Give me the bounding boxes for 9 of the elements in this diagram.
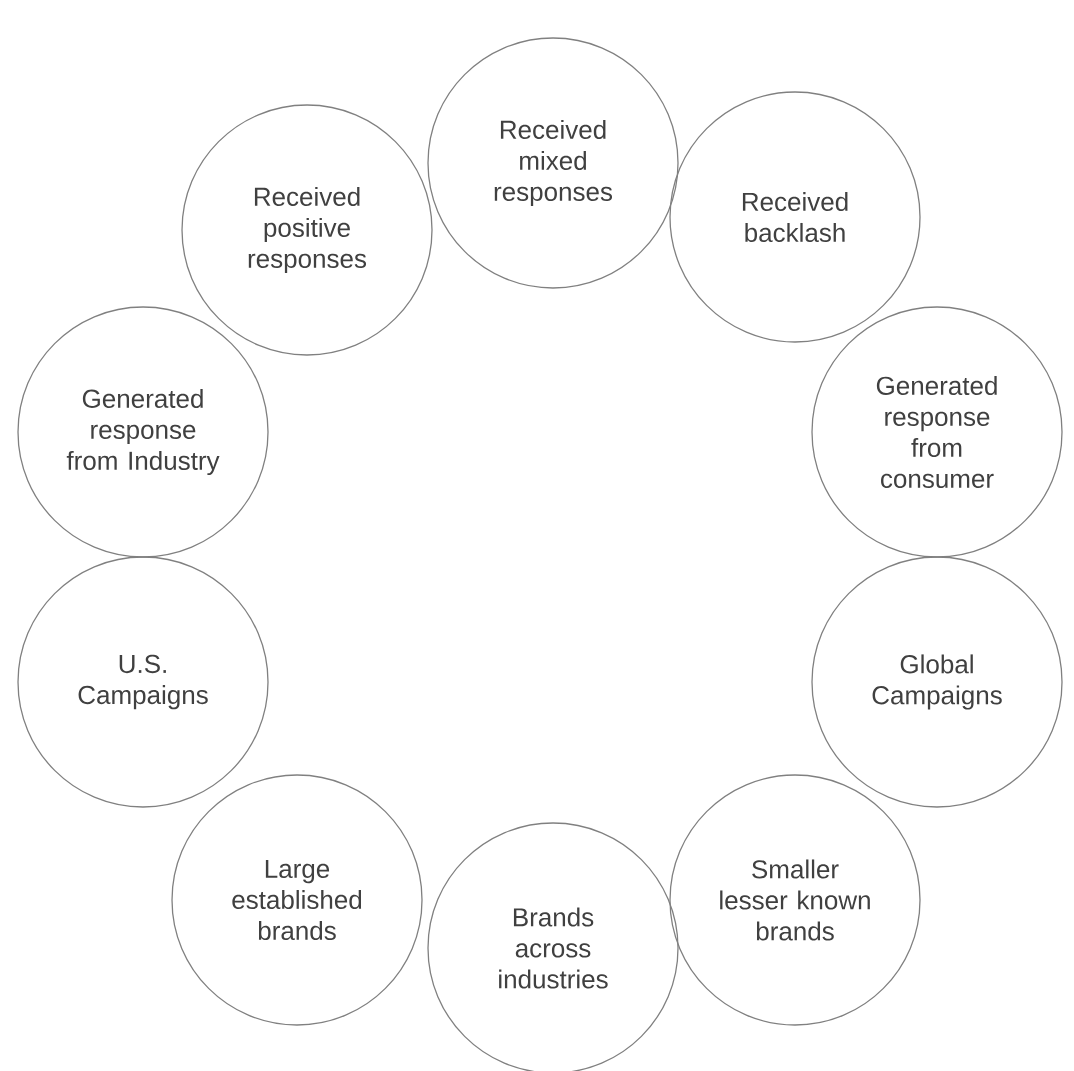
circle-node: Large established brands — [171, 774, 423, 1026]
circle-node: Global Campaigns — [811, 556, 1063, 808]
circle-node: Smaller lesser known brands — [669, 774, 921, 1026]
circle-node: Received mixed responses — [427, 37, 679, 289]
circle-node: Received positive responses — [181, 104, 433, 356]
circle-node: Received backlash — [669, 91, 921, 343]
circle-node: Generated response from Industry — [17, 306, 269, 558]
circle-node: Generated response from consumer — [811, 306, 1063, 558]
circle-node: U.S. Campaigns — [17, 556, 269, 808]
